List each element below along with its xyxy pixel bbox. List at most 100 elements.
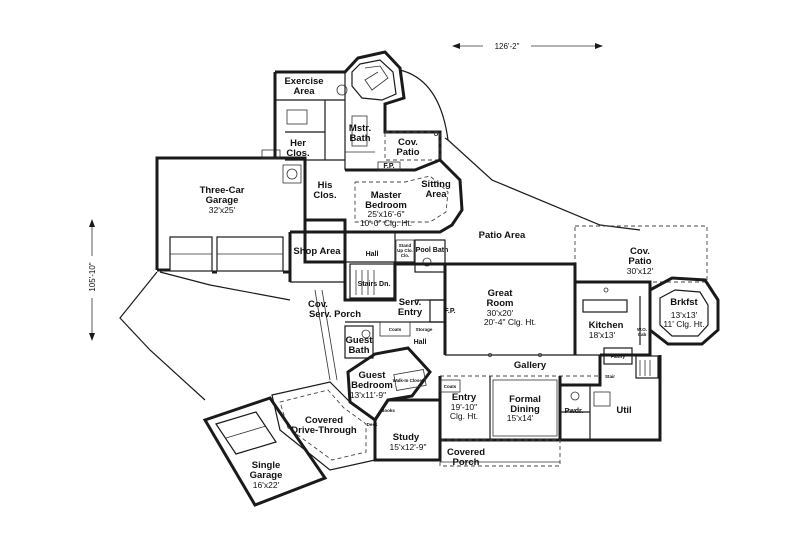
hall-lower-label: Hall bbox=[414, 339, 427, 346]
service-rooms: Pantry Stair Pwdr. Util bbox=[558, 347, 662, 442]
great-room-fireplace-label: F.P. bbox=[444, 308, 455, 315]
master-bath: Mstr.Bath bbox=[349, 123, 371, 144]
three-car-garage-dims: 32'x25' bbox=[209, 205, 236, 215]
pool-bath-label: Pool Bath bbox=[416, 247, 449, 254]
master-wing-walls bbox=[273, 50, 442, 232]
three-car-garage-name-2: Garage bbox=[206, 195, 239, 206]
her-closet-name: Her bbox=[290, 138, 306, 149]
formal-dining-dims: 15'x14' bbox=[507, 413, 534, 423]
service-entry-name-2: Entry bbox=[398, 307, 423, 318]
three-car-garage-name: Three-Car bbox=[200, 185, 245, 196]
breakfast-ceiling: 11' Clg. Ht. bbox=[663, 319, 704, 329]
svg-text:W.O.Cab: W.O.Cab bbox=[637, 327, 647, 337]
svg-text:19'-10"Clg. Ht.: 19'-10"Clg. Ht. bbox=[450, 402, 478, 421]
master-bedroom-ceiling: 10'-0" Clg. Ht. bbox=[360, 218, 412, 228]
single-garage-name-2: Garage bbox=[250, 470, 283, 481]
master-fireplace-label: F.P. bbox=[383, 163, 394, 170]
great-room-name: Great bbox=[488, 288, 514, 299]
service-entry-name: Serv. bbox=[399, 297, 422, 308]
coats-entry-label: Coats bbox=[444, 384, 457, 389]
width-dimension: 126'-2" bbox=[452, 40, 603, 51]
sitting-area-name: Sitting bbox=[421, 179, 451, 190]
kitchen-dims: 18'x13' bbox=[589, 330, 616, 340]
svg-text:Cov.Patio: Cov.Patio bbox=[396, 137, 419, 158]
study-name: Study bbox=[393, 432, 420, 443]
covered-service-porch-name: Cov. bbox=[308, 299, 328, 310]
guest-bath-name-2: Bath bbox=[348, 345, 369, 356]
patio-boundary bbox=[399, 69, 449, 142]
formal-dining-name-2: Dining bbox=[510, 404, 540, 415]
pool-bath: Pool Bath bbox=[414, 239, 449, 273]
her-closet-name-2: Clos. bbox=[286, 148, 309, 159]
walkin-closet-label: Walk-In Closet bbox=[393, 378, 424, 383]
depth-dimension: 105'-10" bbox=[84, 219, 98, 341]
utility-room-label: Util bbox=[616, 405, 631, 416]
desk-label: Desk bbox=[367, 422, 378, 427]
master-bedroom-name-2: Bedroom bbox=[365, 200, 407, 211]
covered-service-porch: Cov.Serv. Porch bbox=[308, 299, 361, 320]
sitting-area-name-2: Area bbox=[425, 189, 447, 200]
kitchen-name: Kitchen bbox=[589, 320, 624, 331]
covered-drive-through-name-2: Drive-Through bbox=[291, 425, 357, 436]
gallery: Gallery bbox=[440, 352, 600, 377]
stair-closet-name-3: Clo. bbox=[401, 253, 410, 258]
master-bedroom-dims: 25'x16'-6" bbox=[368, 209, 405, 219]
kitchen-cabinet-name: W.O. bbox=[637, 327, 647, 332]
books-label: Books bbox=[381, 408, 395, 413]
guest-bedroom-dims: 13'x11'-9" bbox=[350, 390, 386, 400]
entry-name: Entry bbox=[452, 392, 477, 403]
patio-area-name: Patio Area bbox=[479, 230, 526, 241]
covered-patio-right: Cov.Patio 30'x12' bbox=[574, 225, 708, 283]
formal-dining-name: Formal bbox=[509, 394, 541, 405]
entry-dims: 19'-10" bbox=[451, 402, 477, 412]
his-closet-name: His bbox=[318, 180, 333, 191]
covered-drive-through-name: Covered bbox=[305, 415, 343, 426]
study-dims: 15'x12'-9" bbox=[390, 442, 427, 452]
master-bath-name: Mstr. bbox=[349, 123, 371, 134]
svg-text:13'x13'11' Clg. Ht.: 13'x13'11' Clg. Ht. bbox=[663, 310, 704, 329]
closets-core: Coats Storage Hall bbox=[345, 321, 445, 346]
covered-patio-top-name-2: Patio bbox=[396, 147, 419, 158]
guest-bath-name: Guest bbox=[346, 335, 374, 346]
great-room-ceiling: 20'-4" Clg. Ht. bbox=[484, 317, 536, 327]
guest-bedroom-name: Guest bbox=[359, 370, 387, 381]
svg-text:30'x20'20'-4" Clg. Ht.: 30'x20'20'-4" Clg. Ht. bbox=[484, 308, 536, 327]
single-garage-name: Single bbox=[252, 460, 281, 471]
single-garage-dims: 16'x22' bbox=[253, 480, 280, 490]
pantry-label: Pantry bbox=[611, 354, 626, 359]
shop-area-name: Shop Area bbox=[293, 246, 341, 257]
kitchen: Kitchen 18'x13' W.O.Cab bbox=[575, 280, 652, 357]
storage-label: Storage bbox=[416, 327, 433, 332]
gallery-label: Gallery bbox=[514, 360, 547, 371]
breakfast-dims: 13'x13' bbox=[671, 310, 698, 320]
covered-porch-name-2: Porch bbox=[453, 457, 480, 468]
hall-upper-label: Hall bbox=[366, 251, 379, 258]
powder-room-label: Pwdr. bbox=[565, 408, 584, 415]
covered-patio-top-name: Cov. bbox=[398, 137, 418, 148]
covered-patio-right-name-2: Patio bbox=[628, 256, 651, 267]
stairs-down: Stairs Dn. bbox=[349, 263, 395, 299]
svg-text:Cov.Patio: Cov.Patio bbox=[628, 246, 651, 267]
master-bedroom-name: Master bbox=[371, 190, 402, 201]
covered-patio-right-name: Cov. bbox=[630, 246, 650, 257]
stair-label: Stair bbox=[605, 374, 615, 379]
driveway-outline bbox=[119, 271, 338, 401]
svg-text:25'x16'-6"10'-0" Clg. Ht.: 25'x16'-6"10'-0" Clg. Ht. bbox=[360, 209, 412, 228]
exercise-area-name-2: Area bbox=[293, 86, 315, 97]
